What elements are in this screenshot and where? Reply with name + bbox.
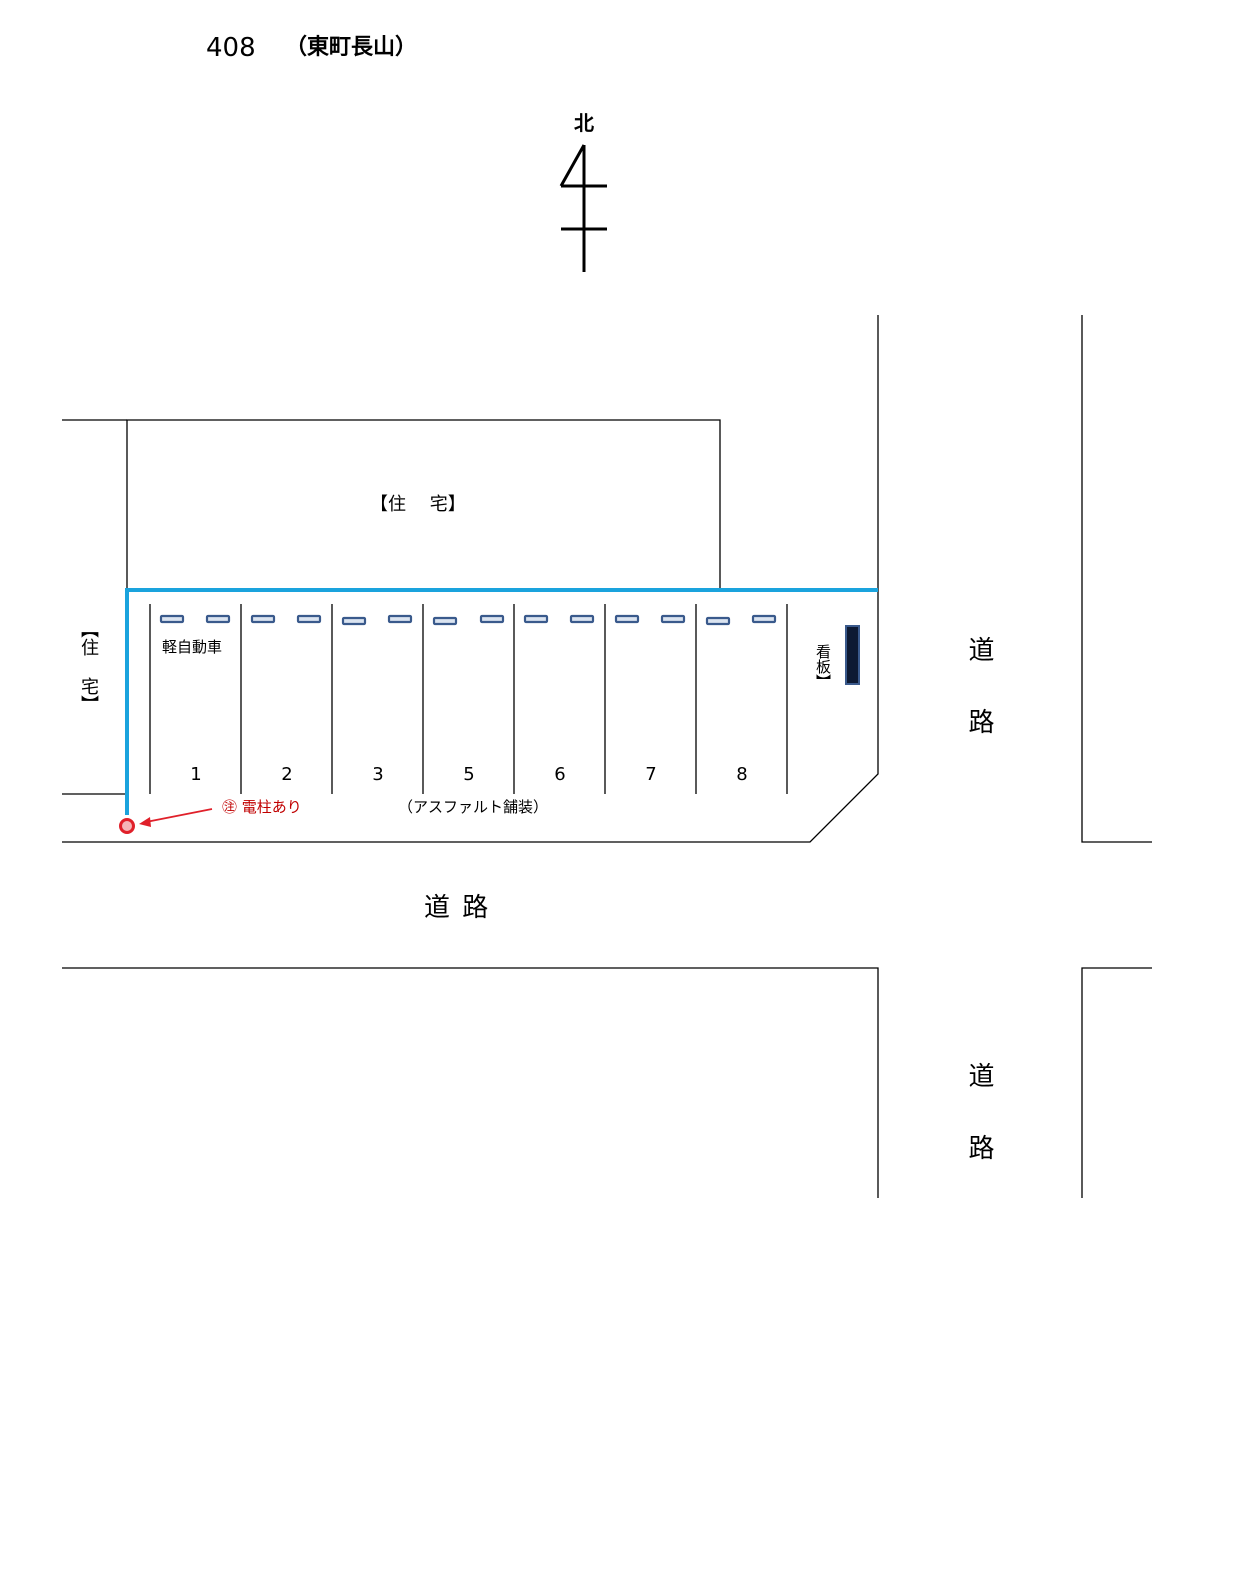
car-stop: [479, 614, 505, 624]
car-stop: [705, 616, 731, 626]
house-top-label: 【住 宅】: [370, 494, 466, 515]
car-stop: [660, 614, 686, 624]
car-stop: [205, 614, 231, 624]
car-stop: [296, 614, 322, 624]
car-stop: [751, 614, 777, 624]
car-stop: [523, 614, 549, 624]
space-number: 1: [190, 764, 202, 785]
road-edges: [62, 315, 1152, 1198]
car-stop: [569, 614, 595, 624]
north-label: 北: [574, 111, 594, 135]
kei-car-label: 軽自動車: [162, 638, 223, 656]
car-stop: [341, 616, 367, 626]
road-label-right-lower: 道 路: [964, 1062, 994, 1168]
car-stop: [432, 616, 458, 626]
lot-boundary: [125, 588, 878, 815]
space-number: 5: [463, 764, 475, 785]
signboard-label: 看板】: [814, 644, 832, 689]
space-number: 7: [645, 764, 657, 785]
space-number: 3: [372, 764, 384, 785]
signboard-icon: [845, 625, 860, 685]
space-number: 8: [736, 764, 748, 785]
car-stop: [387, 614, 413, 624]
area-name: （東町長山）: [285, 35, 418, 60]
road-label-bottom: 道 路: [424, 893, 491, 923]
car-stop: [250, 614, 276, 624]
house-left-label: 【住 宅】: [78, 620, 99, 713]
road-label-right-upper: 道 路: [964, 636, 994, 742]
parking-dividers: [149, 604, 788, 794]
space-number: 6: [554, 764, 566, 785]
north-arrow-icon: [559, 144, 607, 272]
pavement-label: （アスファルト舗装）: [398, 798, 549, 816]
space-number: 2: [281, 764, 293, 785]
utility-pole-icon: [119, 808, 213, 834]
car-stops: [159, 614, 777, 626]
lot-number: 408: [206, 33, 256, 63]
car-stop: [159, 614, 185, 624]
utility-pole-note: ㊟ 電柱あり: [222, 798, 302, 816]
car-stop: [614, 614, 640, 624]
house-top-outline: [62, 419, 721, 592]
